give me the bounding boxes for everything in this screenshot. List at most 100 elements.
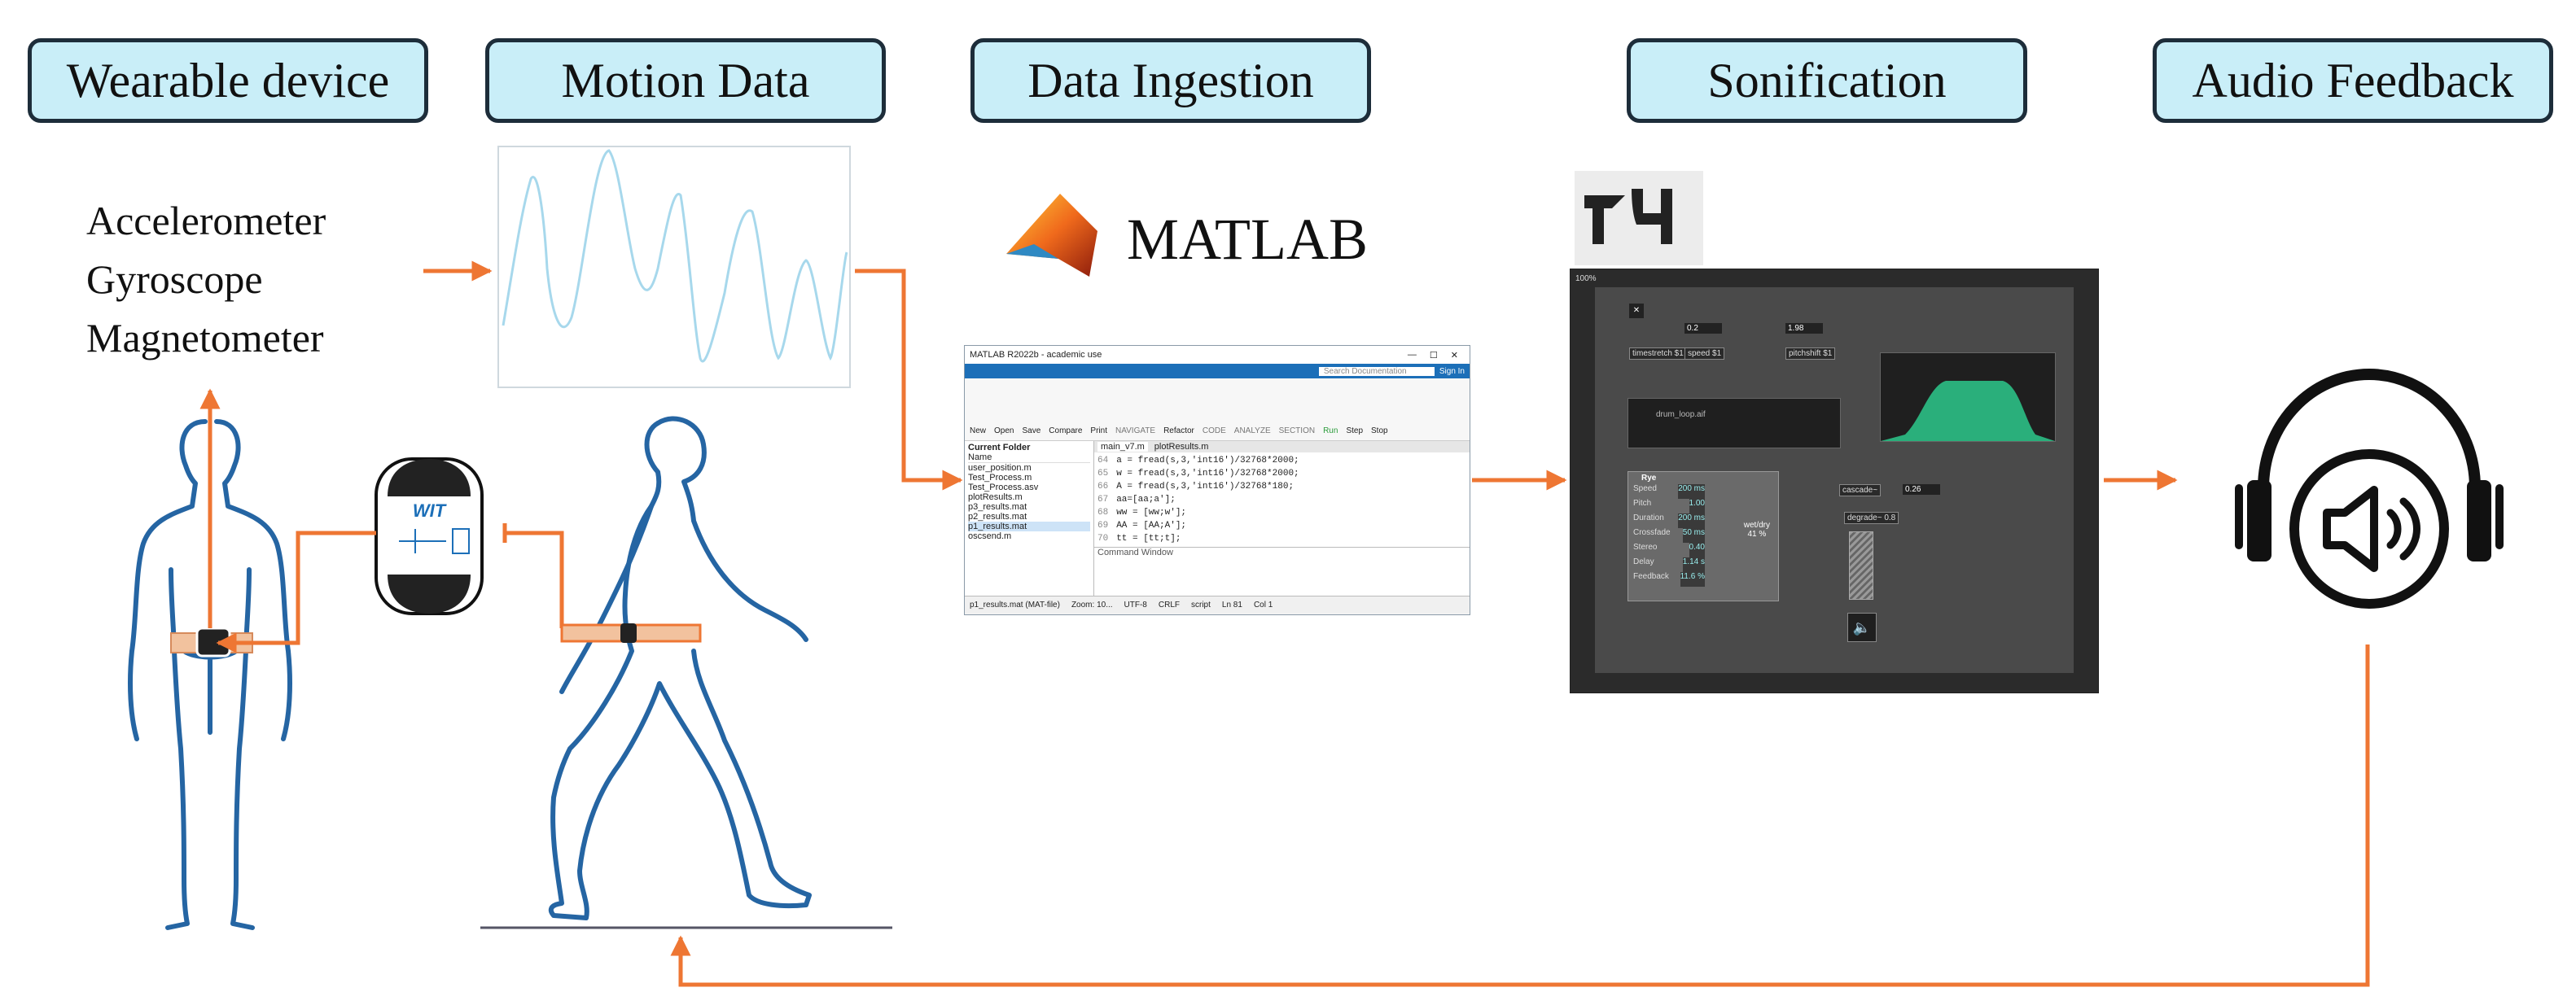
- number-box[interactable]: 0.2: [1684, 323, 1722, 334]
- arrow-plot-to-matlab: [855, 269, 963, 491]
- toolstrip-print[interactable]: Print: [1090, 426, 1107, 435]
- stage-wearable-device: Wearable device: [28, 38, 428, 123]
- filter-display: [1880, 352, 2056, 442]
- motion-data-plot: [497, 146, 851, 388]
- matlab-statusbar: p1_results.mat (MAT-file) Zoom: 10... UT…: [965, 596, 1470, 613]
- stage-motion-data: Motion Data: [485, 38, 886, 123]
- editor-tabs: main_v7.m plotResults.m: [1094, 441, 1470, 452]
- section-navigate: NAVIGATE: [1115, 426, 1156, 435]
- speaker-toggle[interactable]: 🔈: [1847, 613, 1877, 642]
- walking-figure: [548, 416, 812, 920]
- toolstrip-run[interactable]: Run: [1323, 426, 1338, 435]
- section-section: SECTION: [1278, 426, 1316, 435]
- sensor-list: Accelerometer Gyroscope Magnetometer: [86, 191, 326, 367]
- file-item[interactable]: oscsend.m: [968, 531, 1012, 541]
- status-eol: CRLF: [1158, 600, 1180, 610]
- max-toolbar-top: 100%: [1571, 269, 2098, 287]
- toolstrip-step[interactable]: Step: [1346, 426, 1364, 435]
- stage-label: Data Ingestion: [1027, 53, 1314, 107]
- status-col: Col 1: [1253, 600, 1273, 610]
- toolstrip-compare[interactable]: Compare: [1049, 426, 1083, 435]
- matlab-logo-icon: MATLAB: [1006, 194, 1368, 277]
- object-degrade[interactable]: degrade~ 0.8: [1844, 512, 1899, 524]
- section-analyze: ANALYZE: [1233, 426, 1271, 435]
- zoom-level[interactable]: 100%: [1575, 273, 1597, 283]
- wit-sensor-device: WIT: [375, 457, 484, 615]
- object-cascade[interactable]: cascade~: [1839, 484, 1882, 496]
- search-documentation[interactable]: Search Documentation: [1318, 366, 1435, 376]
- object-pitchshift[interactable]: pitchshift $1: [1785, 347, 1836, 360]
- sign-in-link[interactable]: Sign In: [1439, 366, 1465, 376]
- file-item[interactable]: plotResults.m: [968, 492, 1023, 502]
- toolstrip-new[interactable]: New: [970, 426, 987, 435]
- file-item[interactable]: p2_results.mat: [968, 512, 1027, 522]
- stage-data-ingestion: Data Ingestion: [970, 38, 1371, 123]
- file-item[interactable]: Test_Process.asv: [968, 483, 1039, 492]
- file-item[interactable]: Test_Process.m: [968, 473, 1032, 483]
- speaker-icon: [2323, 486, 2420, 572]
- minimize-icon[interactable]: —: [1407, 350, 1417, 360]
- file-item[interactable]: p1_results.mat: [968, 522, 1090, 531]
- gain-slider[interactable]: [1849, 531, 1873, 600]
- toolstrip-save[interactable]: Save: [1022, 426, 1041, 435]
- matlab-toolstrip: New Open Save Compare Print NAVIGATE Ref…: [965, 378, 1470, 441]
- tab-main[interactable]: main_v7.m: [1097, 442, 1148, 452]
- toolstrip-open[interactable]: Open: [994, 426, 1014, 435]
- buffer-filename: drum_loop.aif: [1656, 410, 1706, 419]
- waveform-buffer: drum_loop.aif: [1628, 398, 1841, 448]
- max-left-sidebar: [1571, 287, 1595, 673]
- maximize-icon[interactable]: ☐: [1429, 350, 1438, 360]
- file-item[interactable]: user_position.m: [968, 463, 1032, 473]
- arrow-walker-to-device: [506, 531, 564, 628]
- toolstrip-stop[interactable]: Stop: [1371, 426, 1388, 435]
- stage-label: Audio Feedback: [2192, 53, 2514, 107]
- matlab-window: MATLAB R2022b - academic use — ☐ ✕ Searc…: [964, 345, 1470, 615]
- sensor-accelerometer: Accelerometer: [86, 198, 326, 243]
- wet-dry-dial[interactable]: wet/dry 41 %: [1743, 521, 1770, 539]
- stage-label: Sonification: [1707, 53, 1947, 107]
- tab-plotresults[interactable]: plotResults.m: [1154, 442, 1209, 452]
- close-icon[interactable]: ✕: [1450, 350, 1458, 360]
- stage-sonification: Sonification: [1627, 38, 2027, 123]
- status-type: script: [1191, 600, 1211, 610]
- toolstrip-refactor[interactable]: Refactor: [1163, 426, 1194, 435]
- max-patch-area: ✕ 0.2 1.98 timestretch $1 speed $1 pitch…: [1595, 287, 2074, 673]
- matlab-body: Current Folder Name user_position.m Test…: [965, 441, 1470, 596]
- stage-label: Motion Data: [561, 53, 810, 107]
- sensor-gyroscope: Gyroscope: [86, 256, 263, 302]
- max-window: 100% ✕ 0.2 1.98 timestretch $1 speed $1 …: [1570, 269, 2099, 693]
- name-column: Name: [968, 452, 1090, 463]
- number-box[interactable]: 1.98: [1785, 323, 1823, 334]
- sensor-on-walker: [620, 623, 637, 643]
- sensor-magnetometer: Magnetometer: [86, 315, 324, 360]
- number-box[interactable]: 0.26: [1903, 484, 1940, 495]
- matlab-ribbon-tabs: Search Documentation Sign In: [965, 364, 1470, 378]
- stage-audio-feedback: Audio Feedback: [2153, 38, 2553, 123]
- current-folder-panel: Current Folder Name user_position.m Test…: [965, 441, 1094, 596]
- file-item[interactable]: p3_results.mat: [968, 502, 1027, 512]
- toggle-x[interactable]: ✕: [1629, 304, 1644, 318]
- max-toolbar-bottom: [1571, 673, 2098, 693]
- object-speed[interactable]: speed $1: [1684, 347, 1725, 360]
- object-timestretch[interactable]: timestretch $1: [1629, 347, 1687, 360]
- svg-text:WIT: WIT: [413, 500, 447, 521]
- arrow-device-to-belt: [216, 531, 376, 653]
- rye-title: Rye: [1641, 474, 1657, 483]
